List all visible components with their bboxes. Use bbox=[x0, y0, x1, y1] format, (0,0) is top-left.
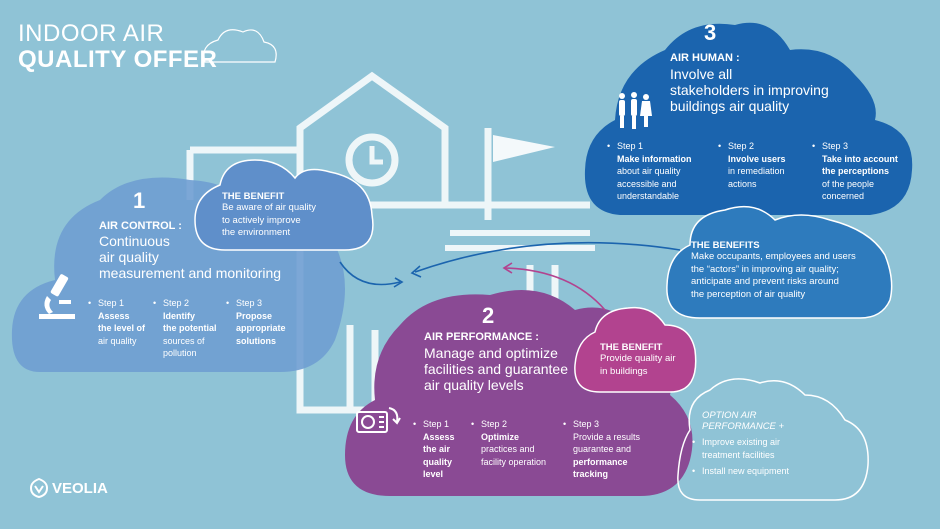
connector-arrows bbox=[339, 241, 681, 311]
veolia-logo-icon bbox=[30, 478, 48, 498]
microscope-icon bbox=[39, 274, 75, 319]
people-icon bbox=[619, 92, 652, 129]
air-human-step-2: Step 2 Involve users in remediation acti… bbox=[718, 140, 785, 190]
option-item-1: Improve existing air treatment facilitie… bbox=[692, 436, 780, 461]
title-cloud-outline bbox=[203, 29, 277, 63]
air-performance-step-1: Step 1 Assess the air quality level bbox=[413, 418, 454, 481]
air-human-subtitle: Involve all stakeholders in improving bu… bbox=[670, 66, 829, 114]
option-cloud-outline bbox=[677, 378, 869, 501]
air-control-heading: AIR CONTROL : bbox=[99, 220, 182, 232]
air-human-step-3: Step 3 Take into account the perceptions… bbox=[812, 140, 898, 203]
air-control-step-1: Step 1 Assess the level of air quality bbox=[88, 297, 145, 347]
air-control-step-3: Step 3 Propose appropriate solutions bbox=[226, 297, 285, 347]
option-heading: OPTION AIR PERFORMANCE + bbox=[702, 410, 785, 432]
air-human-benefit: THE BENEFITS Make occupants, employees a… bbox=[691, 240, 856, 300]
page-title-line2: QUALITY OFFER bbox=[18, 46, 218, 73]
air-control-benefit: THE BENEFIT Be aware of air quality to a… bbox=[222, 191, 316, 238]
air-performance-step-3: Step 3 Provide a results guarantee and p… bbox=[563, 418, 640, 481]
option-item-2: Install new equipment bbox=[692, 465, 789, 478]
air-control-step-2: Step 2 Identify the potential sources of… bbox=[153, 297, 216, 360]
air-performance-subtitle: Manage and optimize facilities and guara… bbox=[424, 345, 568, 393]
air-control-subtitle: Continuous air quality measurement and m… bbox=[99, 233, 282, 281]
air-purifier-icon bbox=[356, 407, 401, 433]
air-performance-heading: AIR PERFORMANCE : bbox=[424, 331, 539, 343]
air-control-benefit-cloud bbox=[194, 159, 374, 251]
air-control-number: 1 bbox=[133, 188, 146, 213]
air-human-benefit-cloud bbox=[666, 205, 893, 319]
air-human-step-1: Step 1 Make information about air qualit… bbox=[607, 140, 691, 203]
air-performance-number: 2 bbox=[482, 303, 495, 328]
air-performance-benefit: THE BENEFIT Provide quality air in build… bbox=[600, 342, 676, 377]
air-human-number: 3 bbox=[704, 20, 717, 45]
veolia-logo-text: VEOLIA bbox=[52, 479, 108, 497]
air-performance-step-2: Step 2 Optimize practices and facility o… bbox=[471, 418, 546, 468]
air-performance-benefit-cloud bbox=[574, 306, 697, 393]
veolia-logo: VEOLIA bbox=[30, 478, 108, 498]
flag-illustration bbox=[493, 135, 555, 162]
air-human-heading: AIR HUMAN : bbox=[670, 52, 740, 64]
page-title-line1: INDOOR AIR bbox=[18, 20, 165, 47]
